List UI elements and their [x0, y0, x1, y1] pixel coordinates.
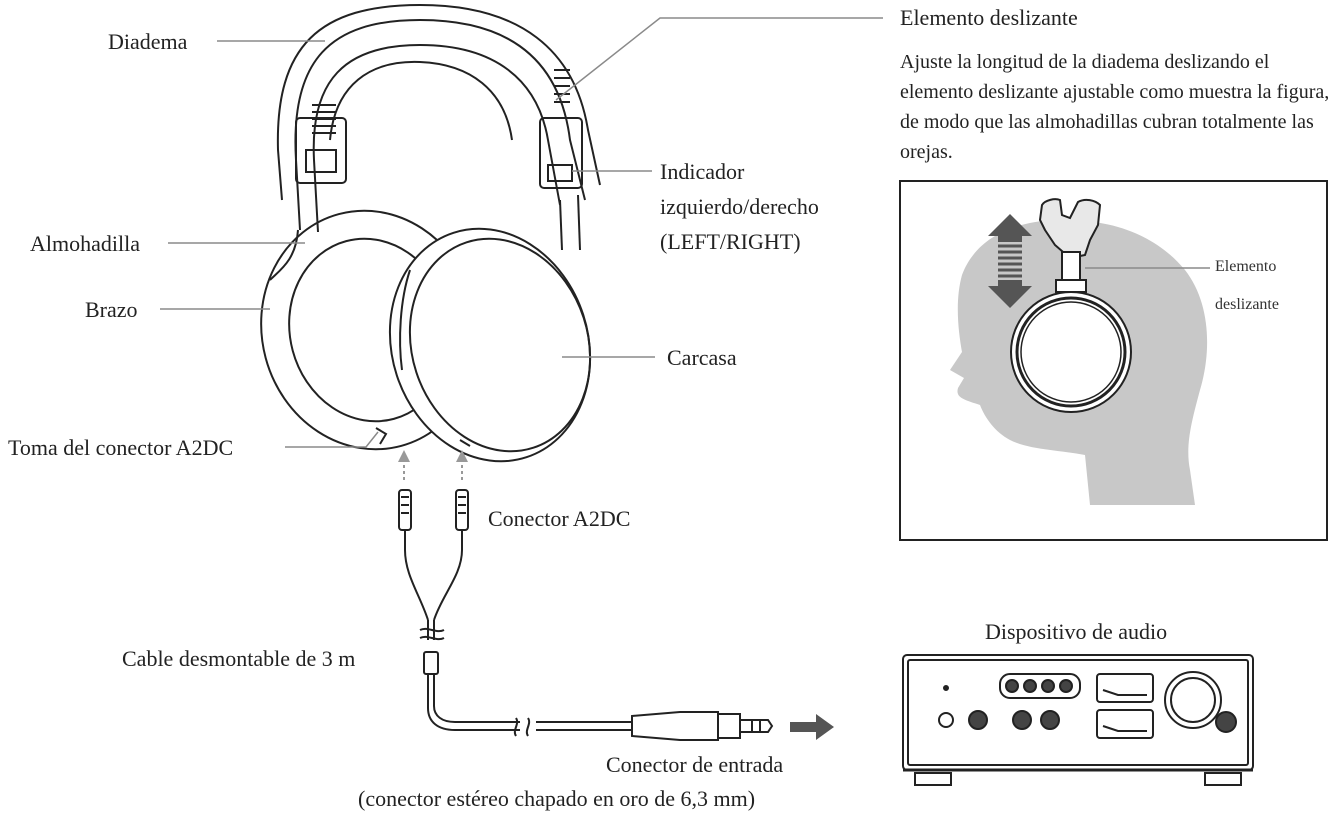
label-input-plug-line2: (conector estéreo chapado en oro de 6,3 … [358, 786, 756, 811]
label-lr-indicator-line1: Indicador [660, 159, 745, 184]
label-a2dc-socket: Toma del conector A2DC [8, 435, 234, 460]
label-headband: Diadema [108, 29, 188, 54]
label-audio-device: Dispositivo de audio [985, 619, 1168, 644]
slider-description: Ajuste la longitud de la diadema desliza… [900, 51, 1330, 163]
label-input-plug-line1: Conector de entrada [606, 752, 784, 777]
up-down-arrow-icon [988, 214, 1032, 308]
label-slider: Elemento deslizante [900, 5, 1078, 30]
label-cable: Cable desmontable de 3 m [122, 646, 356, 671]
label-lr-indicator-line3: (LEFT/RIGHT) [660, 229, 801, 254]
label-ear-pad: Almohadilla [30, 231, 140, 256]
inset-label-slider-line1: Elemento [1215, 258, 1277, 275]
leader-lines [160, 17, 883, 448]
inset-slider-adjustment [899, 180, 1328, 541]
detachable-cable [398, 489, 774, 741]
label-housing: Carcasa [667, 345, 737, 370]
label-lr-indicator-line2: izquierdo/derecho [660, 194, 819, 219]
right-slider-block [539, 117, 583, 189]
leader-a2dc-socket [285, 431, 379, 448]
headphones-illustration [260, 3, 601, 463]
label-a2dc-plug: Conector A2DC [488, 506, 631, 531]
inset-label-slider-line2: deslizante [1215, 296, 1279, 313]
label-arm: Brazo [85, 297, 138, 322]
insertion-arrows [398, 450, 468, 480]
right-arrow-icon [790, 714, 834, 740]
audio-device-illustration [902, 654, 1254, 786]
leader-slider [555, 17, 883, 101]
